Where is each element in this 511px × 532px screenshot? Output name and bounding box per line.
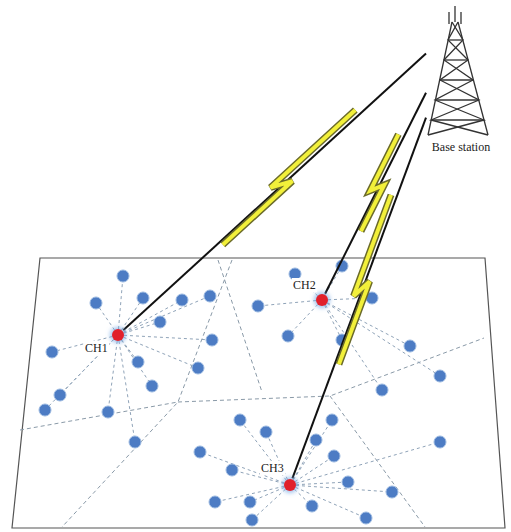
partition-line (330, 396, 425, 527)
tower-bar (435, 99, 479, 100)
sensor-dot (192, 362, 204, 374)
partition-lines (20, 260, 484, 527)
tower-lattice (431, 22, 488, 135)
member-link (240, 420, 290, 485)
sensor-dot (252, 300, 264, 312)
wireless-link (123, 54, 426, 331)
lightning-outline (339, 195, 391, 365)
tower-bar (448, 39, 463, 40)
member-link (108, 335, 118, 412)
sensor-dot (310, 434, 322, 446)
sensor-dot (90, 297, 102, 309)
member-link (290, 485, 366, 518)
tower-antenna (460, 12, 461, 24)
cluster-head: CH1 (112, 329, 124, 341)
sensor-dot (434, 370, 446, 382)
partition-line (178, 338, 484, 402)
member-links (39, 260, 446, 526)
sensor-dot (146, 380, 158, 392)
tower-antenna (454, 6, 455, 22)
sensor-dot (209, 496, 221, 508)
sensor-dot (46, 346, 58, 358)
member-link (200, 452, 290, 485)
member-link (252, 485, 290, 520)
station-label: Base station (431, 140, 491, 154)
member-link (118, 296, 210, 335)
sensor-dot (176, 294, 188, 306)
sensor-dot (137, 292, 149, 304)
sensor-dot (244, 496, 256, 508)
cluster-head-label: CH3 (260, 461, 285, 475)
member-link (118, 335, 212, 340)
member-link (258, 300, 322, 306)
partition-line (218, 260, 262, 392)
sensor-dot (326, 414, 338, 426)
sensor-dot (39, 404, 51, 416)
sensor-dot (260, 426, 272, 438)
member-link (290, 482, 348, 485)
member-link (118, 335, 135, 442)
member-link (290, 442, 440, 485)
edge-group (123, 54, 426, 479)
member-link (290, 456, 334, 485)
wireless-link (325, 93, 426, 294)
sensor-dot (194, 446, 206, 458)
tower-bar (440, 79, 473, 80)
member-link (290, 485, 392, 492)
tower-bar (444, 59, 468, 60)
sensor-dot (54, 389, 66, 401)
member-link (322, 300, 342, 340)
sensor-dot (226, 464, 238, 476)
member-link (118, 276, 123, 335)
member-link (288, 300, 322, 336)
sensor-dot (234, 414, 246, 426)
member-link (118, 335, 198, 368)
sensor-field (12, 258, 505, 528)
sensor-dot (282, 330, 294, 342)
link-line (123, 54, 426, 331)
sensor-dot (246, 514, 258, 526)
sensor-dot (328, 450, 340, 462)
tower-symbol (428, 6, 488, 135)
sensor-dot (154, 316, 166, 328)
sensor-dot (204, 290, 216, 302)
sensor-dot (434, 436, 446, 448)
wireless-link (292, 118, 426, 479)
member-link (118, 335, 152, 386)
partition-line (62, 260, 232, 527)
sensor-dot (129, 436, 141, 448)
sensor-dot (376, 384, 388, 396)
sensor-dot (306, 500, 318, 512)
sensor-dot (386, 486, 398, 498)
sensor-dot (342, 476, 354, 488)
sensor-dot (117, 270, 129, 282)
sensor-dot (360, 512, 372, 524)
link-line (292, 118, 426, 479)
lightning-bolt (223, 110, 355, 245)
sensor-dot (404, 340, 416, 352)
member-link (45, 335, 118, 410)
sensor-dot (206, 334, 218, 346)
cluster-head-label: CH1 (84, 341, 109, 355)
cluster-head: CH2 (316, 294, 328, 306)
sensor-dot (132, 356, 144, 368)
lightning-bolt (339, 195, 391, 365)
tower-bar (431, 119, 484, 120)
cluster-head-label: CH2 (292, 278, 317, 292)
lightning-outline (223, 110, 355, 245)
partition-line (20, 402, 178, 430)
tower-antenna (448, 12, 449, 24)
member-link (322, 300, 410, 346)
sensor-dot (102, 406, 114, 418)
base-station: Base station (426, 12, 496, 136)
cluster-head: CH3 (284, 479, 296, 491)
member-link (266, 432, 290, 485)
link-line (325, 93, 426, 294)
